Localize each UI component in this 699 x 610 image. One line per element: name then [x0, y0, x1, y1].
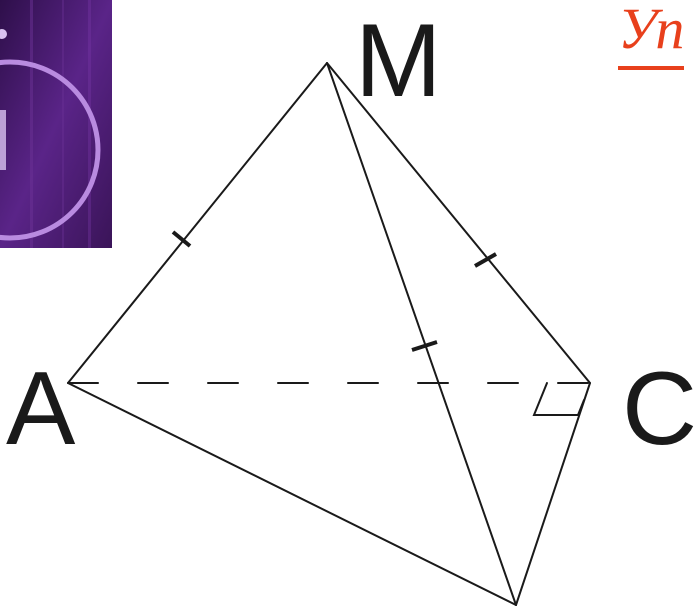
- tick-mark-mb: [411, 340, 438, 352]
- purple-ring-logo-icon: [0, 0, 112, 248]
- right-angle-marker: [532, 382, 585, 416]
- tick-mark-mc: [474, 252, 497, 268]
- edge-cb: [515, 382, 591, 606]
- slide-heading-fragment: Уп: [618, 0, 685, 70]
- edge-ma: [67, 62, 328, 384]
- vertex-label-m: M: [355, 3, 442, 119]
- tick-mark-ma: [171, 230, 192, 248]
- edge-mb: [326, 62, 517, 606]
- edge-ab: [67, 382, 517, 606]
- edge-mc: [326, 62, 591, 384]
- purple-logo-thumbnail: [0, 0, 112, 248]
- vertex-label-a: A: [6, 351, 76, 467]
- vertex-label-c: C: [622, 351, 697, 467]
